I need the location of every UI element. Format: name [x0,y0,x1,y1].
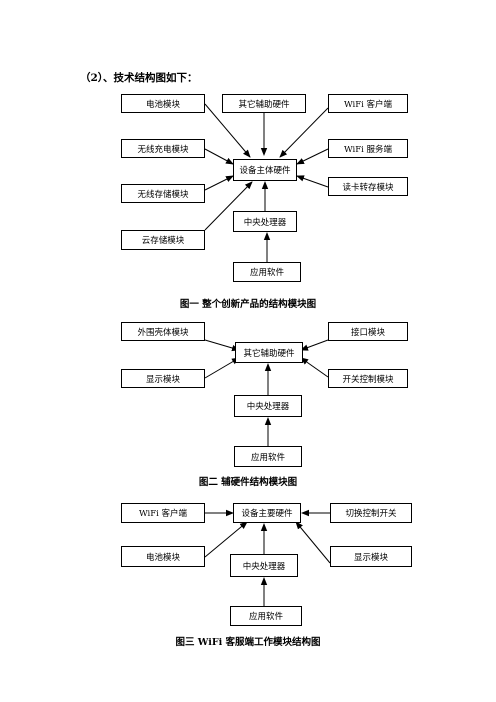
arrow-cloud-to-main [204,181,253,231]
arrow-wirelessstorage-to-main [204,175,234,191]
section-heading: （2）、技术结构图如下： [80,72,198,84]
arrow-shell-to-otherhw [204,339,240,352]
app-software-box-2: 应用软件 [234,446,302,467]
app-software-box: 应用软件 [233,262,301,282]
battery-module-box-3: 电池模块 [121,546,205,567]
arrow-wificlient-to-main [279,107,329,158]
wifi-client-box-3: WiFi 客户端 [121,503,205,523]
cpu-box-3: 中央处理器 [230,554,298,577]
arrow-switch-to-otherhw [300,357,329,378]
arrow-battery-to-main [204,103,251,158]
arrow-display-to-otherhw [204,357,240,379]
cloud-storage-box: 云存储模块 [121,230,205,250]
wireless-storage-box: 无线存储模块 [121,184,205,203]
card-reader-box: 读卡转存模块 [328,177,408,196]
arrow-interface-to-otherhw [300,339,329,351]
arrow-battery-to-mainhw [204,521,248,558]
figure-2-caption: 图二 辅硬件结构模块图 [198,477,298,488]
display-module-box-3: 显示模块 [330,546,412,567]
other-hardware-box: 其它辅助硬件 [222,94,306,113]
battery-module-box: 电池模块 [121,94,205,113]
arrow-wifiservice-to-main [296,148,329,165]
main-hardware-box: 设备主体硬件 [233,159,297,181]
main-hardware-box-3: 设备主要硬件 [233,503,301,523]
wifi-service-box: WiFi 服务端 [328,139,408,158]
wireless-charge-box: 无线充电模块 [121,139,205,158]
figure-1-caption: 图一 整个创新产品的结构模块图 [179,299,317,310]
cpu-box-2: 中央处理器 [234,395,302,417]
figure-3-caption: 图三 WiFi 客服端工作模块结构图 [175,637,321,648]
other-hardware-box-2: 其它辅助硬件 [235,342,303,363]
arrow-cardreader-to-main [296,175,329,188]
switch-control-box: 开关控制模块 [328,369,408,388]
cpu-box: 中央处理器 [233,211,297,232]
shell-module-box: 外围壳体模块 [121,322,205,341]
arrow-wirelesscharge-to-main [204,148,234,165]
wifi-client-box: WiFi 客户端 [328,94,408,113]
display-module-box: 显示模块 [121,369,205,388]
interface-module-box: 接口模块 [328,322,408,341]
app-software-box-3: 应用软件 [230,606,302,626]
toggle-switch-box: 切换控制开关 [330,503,412,523]
arrow-display-to-mainhw [295,521,331,564]
